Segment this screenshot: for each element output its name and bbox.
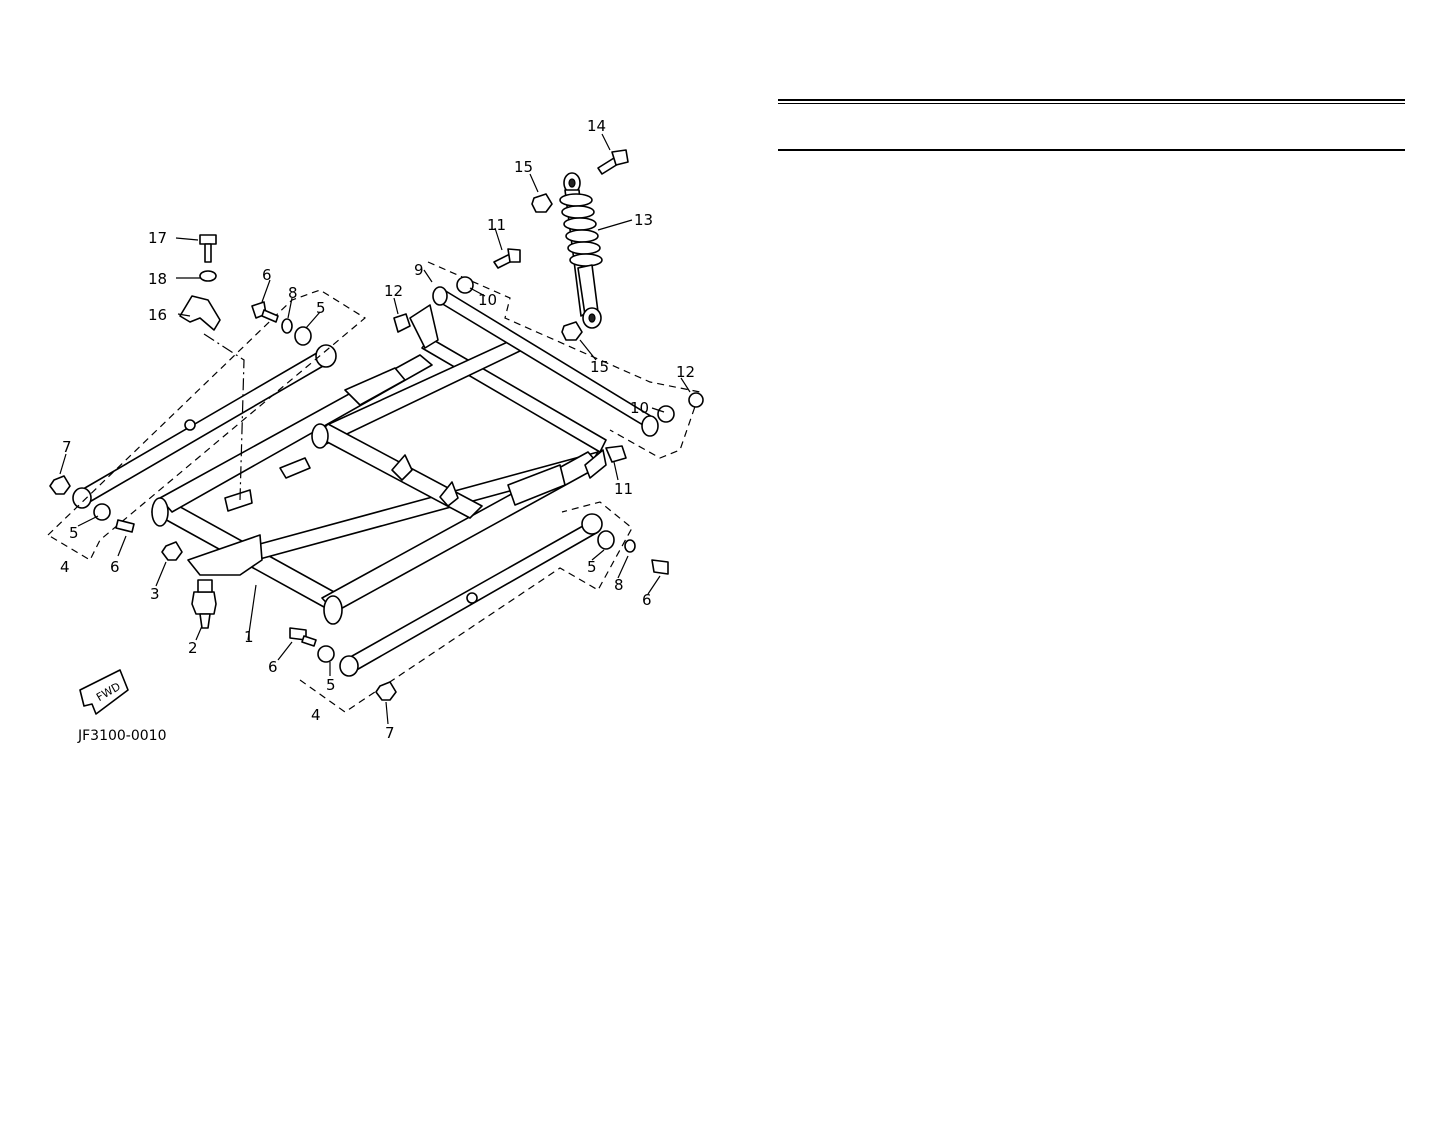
hardware — [49, 149, 704, 701]
callout-15: 15 — [514, 158, 533, 176]
header-rule — [778, 149, 1405, 151]
callout-9: 9 — [414, 261, 424, 279]
callout-5: 5 — [316, 299, 326, 317]
callout-7: 7 — [62, 438, 72, 456]
leader-lines — [59, 133, 691, 725]
callout-5: 5 — [69, 524, 79, 542]
callout-8: 8 — [614, 576, 624, 594]
diagram-code: JF3100-0010 — [77, 728, 167, 744]
callout-6: 6 — [110, 558, 120, 576]
callout-4: 4 — [311, 706, 321, 724]
callout-16: 16 — [148, 306, 167, 324]
callout-6: 6 — [642, 591, 652, 609]
callout-6: 6 — [262, 266, 272, 284]
callout-14: 14 — [587, 117, 606, 135]
callout-6: 6 — [268, 658, 278, 676]
callout-8: 8 — [288, 284, 298, 302]
callout-13: 13 — [634, 211, 653, 229]
shock-absorber — [559, 172, 603, 329]
header-double-rule-bottom — [778, 103, 1405, 104]
callout-18: 18 — [148, 270, 167, 288]
callout-10: 10 — [630, 399, 649, 417]
left-upper-rod — [72, 344, 337, 509]
header-double-rule-top — [778, 99, 1405, 101]
callout-7: 7 — [385, 724, 395, 742]
callout-4: 4 — [60, 558, 70, 576]
callout-12: 12 — [676, 363, 695, 381]
right-lower-rod — [339, 513, 603, 677]
callout-11: 11 — [487, 216, 506, 234]
callout-10: 10 — [478, 291, 497, 309]
callout-2: 2 — [188, 639, 198, 657]
callout-17: 17 — [148, 229, 167, 247]
callout-5: 5 — [326, 676, 336, 694]
callout-1: 1 — [244, 628, 254, 646]
link-rod — [432, 286, 659, 437]
fwd-arrow-icon: FWD — [79, 669, 129, 715]
callout-15: 15 — [590, 358, 609, 376]
callout-3: 3 — [150, 585, 160, 603]
callout-5: 5 — [587, 558, 597, 576]
callout-labels: 1 2 3 4 4 5 5 5 5 6 6 6 6 7 7 8 8 9 10 1… — [60, 117, 695, 742]
callout-11: 11 — [614, 480, 633, 498]
callout-12: 12 — [384, 282, 403, 300]
